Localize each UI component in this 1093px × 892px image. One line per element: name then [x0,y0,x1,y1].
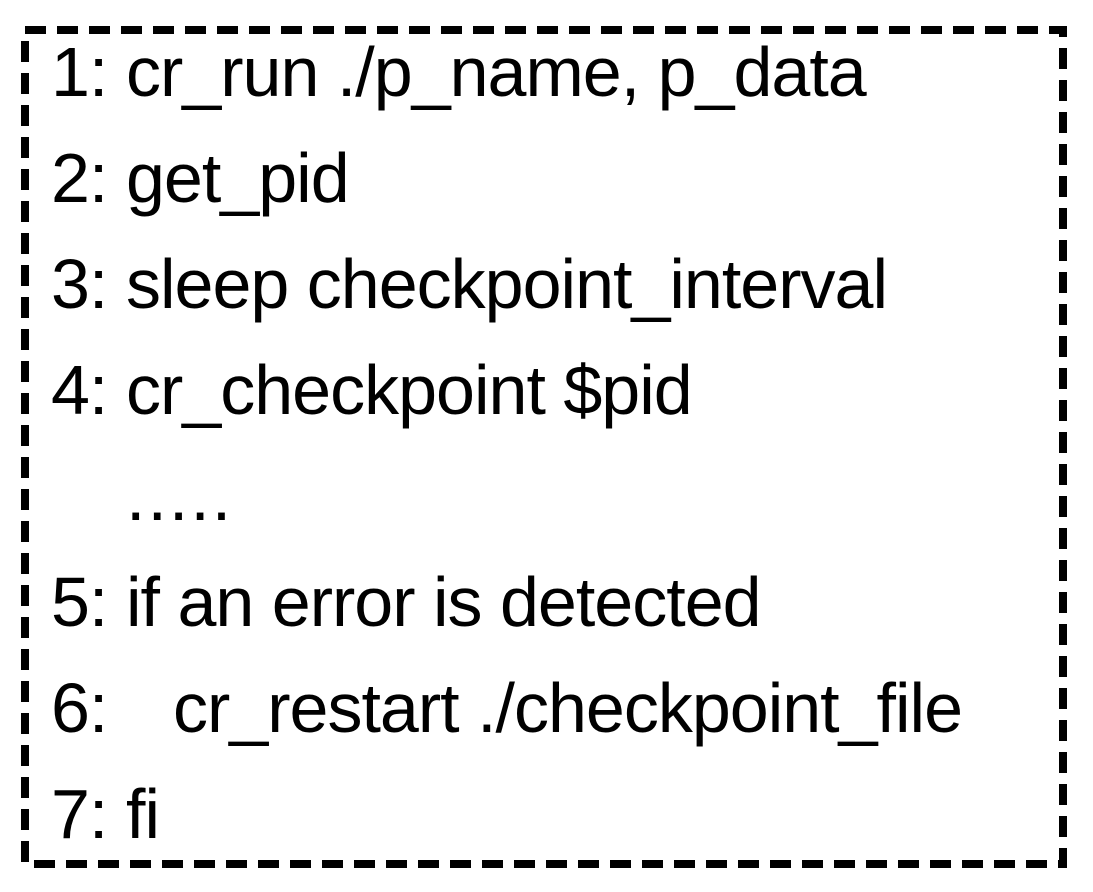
line-text: cr_run ./p_name, p_data [126,33,867,111]
line-text: sleep checkpoint_interval [126,245,888,323]
code-line-1: 1: cr_run ./p_name, p_data [51,19,1059,125]
ellipsis-dots: ..... [126,457,234,535]
line-text: fi [126,775,160,853]
code-line-7: 7: fi [51,761,1059,867]
line-number: 2: [51,139,108,217]
code-line-5: 5: if an error is detected [51,549,1059,655]
line-text: get_pid [126,139,350,217]
code-line-4: 4: cr_checkpoint $pid [51,337,1059,443]
line-number: 4: [51,351,108,429]
code-line-2: 2: get_pid [51,125,1059,231]
code-line-3: 3: sleep checkpoint_interval [51,231,1059,337]
line-number: 7: [51,775,108,853]
line-text: cr_restart ./checkpoint_file [173,669,963,747]
pseudocode-listing: 1: cr_run ./p_name, p_data 2: get_pid 3:… [51,19,1059,867]
line-number: 6: [51,669,108,747]
line-text: cr_checkpoint $pid [126,351,693,429]
line-text: if an error is detected [126,563,762,641]
line-number: 5: [51,563,108,641]
line-number: 3: [51,245,108,323]
code-line-6: 6: cr_restart ./checkpoint_file [51,655,1059,761]
line-number: 1: [51,33,108,111]
code-line-ellipsis: ..... [51,443,1059,549]
pseudocode-figure: 1: cr_run ./p_name, p_data 2: get_pid 3:… [21,26,1067,868]
